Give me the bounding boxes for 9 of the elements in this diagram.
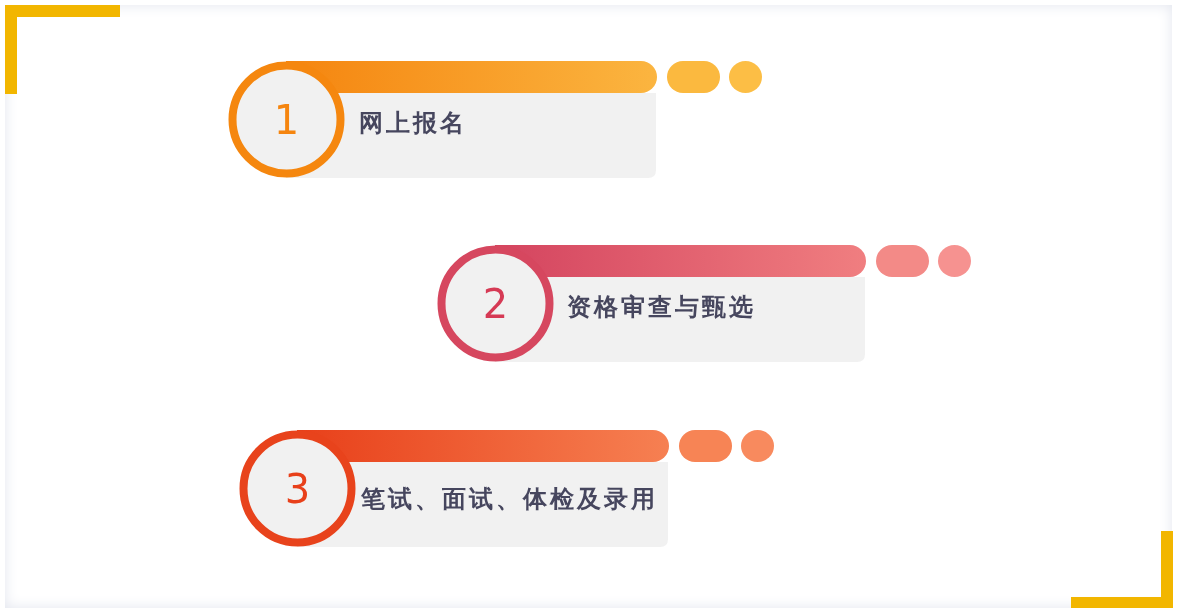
step-card: [239, 430, 669, 547]
step-card: [228, 61, 657, 178]
step-number: 3: [284, 468, 311, 509]
step-title: 笔试、面试、体检及录用: [361, 484, 658, 514]
step-card: [437, 245, 866, 362]
step-number: 2: [482, 283, 509, 324]
step-number: 1: [273, 99, 300, 140]
step-title: 网上报名: [359, 108, 467, 138]
step-title: 资格审查与甄选: [567, 292, 756, 322]
